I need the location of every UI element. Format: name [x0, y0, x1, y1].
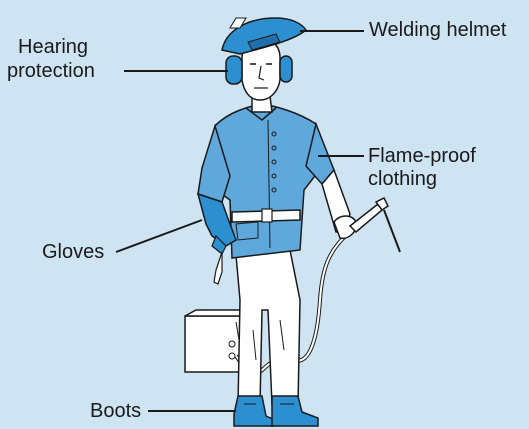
- label-flame-proof-line2: clothing: [368, 168, 437, 190]
- label-hearing-protection-line1: Hearing: [18, 36, 88, 58]
- leader-gloves: [116, 220, 202, 252]
- label-boots: Boots: [90, 400, 141, 422]
- trousers: [236, 250, 300, 405]
- label-welding-helmet: Welding helmet: [369, 19, 506, 41]
- boots: [234, 396, 318, 426]
- welding-torch: [350, 198, 400, 252]
- label-hearing-protection-line2: protection: [7, 60, 95, 82]
- label-gloves: Gloves: [42, 241, 104, 263]
- label-flame-proof-line1: Flame-proof: [368, 145, 476, 167]
